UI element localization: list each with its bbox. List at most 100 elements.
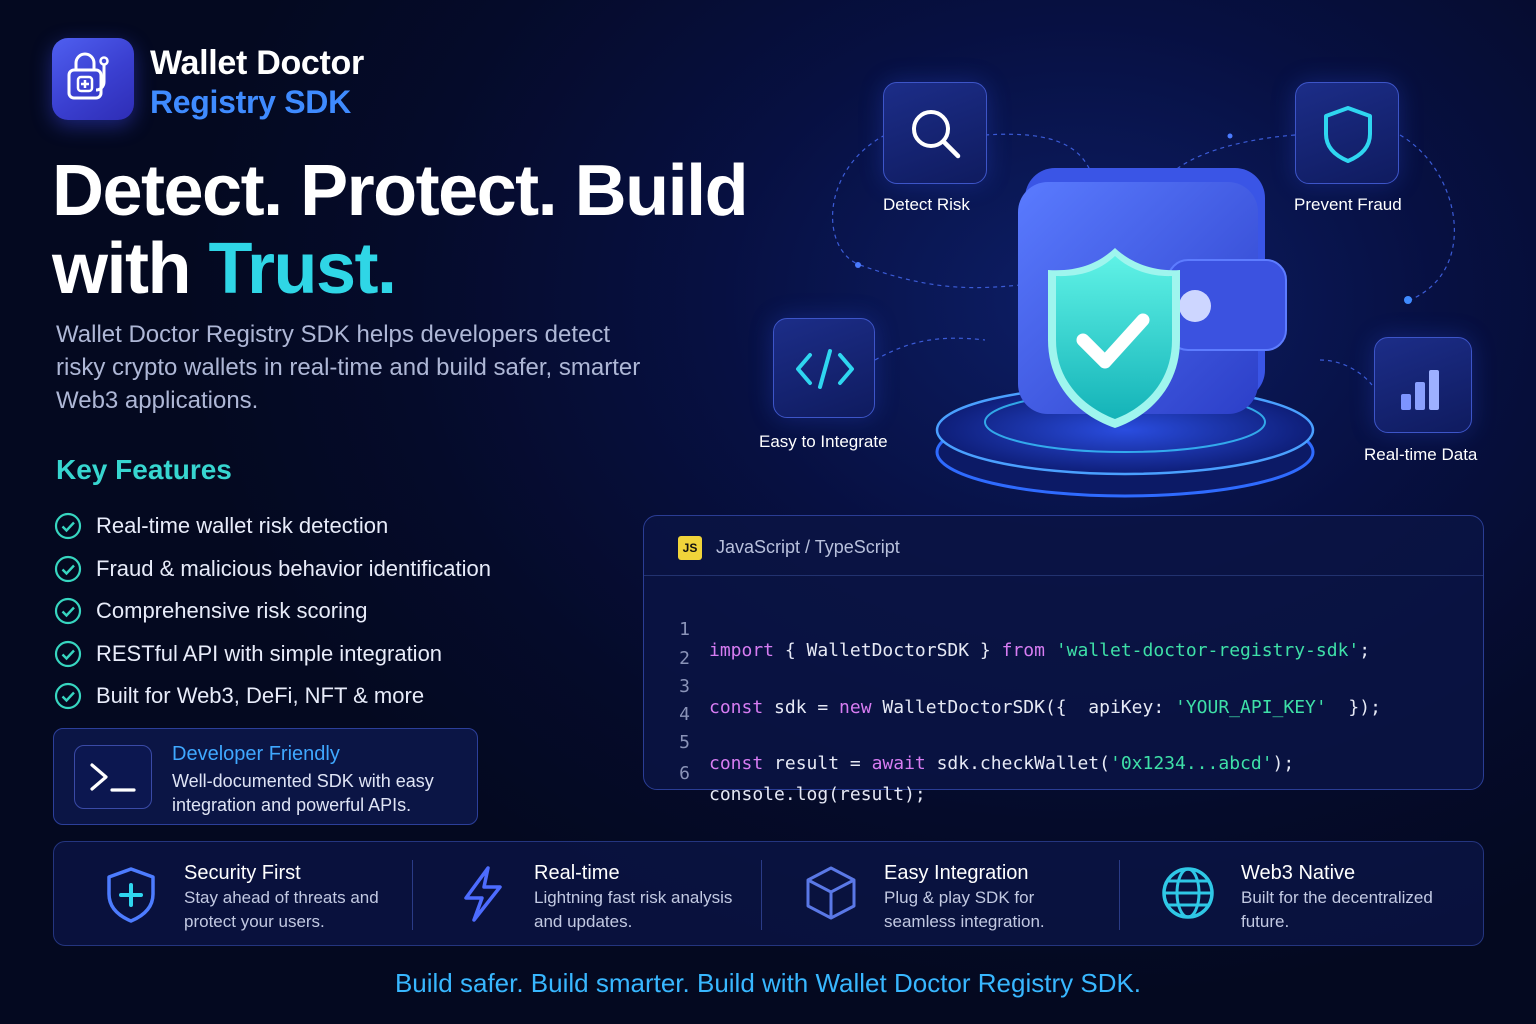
feature-list: Real-time wallet risk detection Fraud & …	[54, 505, 491, 718]
benefits-strip: Security First Stay ahead of threats and…	[53, 841, 1484, 946]
shield-icon	[1324, 106, 1372, 163]
benefit-title: Web3 Native	[1241, 862, 1356, 884]
developer-card-title: Developer Friendly	[172, 743, 340, 765]
cube-icon	[806, 866, 856, 920]
developer-friendly-card: Developer Friendly Well-documented SDK w…	[53, 728, 478, 825]
benefit-title: Security First	[184, 862, 301, 884]
check-circle-icon	[54, 513, 82, 540]
intro-text: Wallet Doctor Registry SDK helps develop…	[56, 321, 641, 414]
code-keyword: const	[709, 697, 764, 718]
bar-chart-icon	[1401, 370, 1439, 410]
code-line: 2	[644, 627, 709, 669]
globe-icon	[1162, 867, 1214, 919]
js-badge-icon: JS	[678, 536, 702, 560]
code-panel-header: JS JavaScript / TypeScript	[644, 516, 1483, 576]
terminal-icon-box	[74, 745, 152, 809]
line-number: 4	[679, 704, 690, 725]
detect-risk-label: Detect Risk	[883, 195, 970, 214]
code-text: console.log(result);	[709, 784, 926, 805]
detect-risk-icon-box	[883, 82, 987, 184]
code-plain: console.log(result);	[709, 784, 926, 805]
code-language-label: JavaScript / TypeScript	[716, 537, 900, 557]
code-plain	[1045, 640, 1056, 661]
wallet-stethoscope-icon	[67, 52, 109, 100]
code-string: 'YOUR_API_KEY'	[1175, 697, 1327, 718]
feature-label: Built for Web3, DeFi, NFT & more	[96, 683, 425, 709]
key-features-title: Key Features	[56, 454, 232, 485]
headline-line-2: with Trust.	[52, 230, 747, 308]
code-plain: });	[1326, 697, 1381, 718]
code-plain: ;	[1359, 640, 1371, 661]
line-number: 2	[679, 648, 690, 669]
headline: Detect. Protect. Build with Trust.	[52, 151, 749, 308]
app-logo	[52, 38, 134, 120]
headline-with: with	[52, 229, 209, 309]
benefit-title: Real-time	[534, 862, 620, 884]
check-circle-icon	[54, 640, 82, 667]
code-panel: JS JavaScript / TypeScript 1 import { Wa…	[643, 515, 1484, 805]
code-plain: sdk.checkWallet(	[925, 753, 1110, 774]
check-circle-icon	[54, 683, 82, 710]
benefit-easy-integration: Easy Integration Plug & play SDK for sea…	[762, 842, 1120, 947]
orbit-lines	[832, 133, 1455, 386]
terminal-icon	[90, 763, 136, 792]
code-text: import { WalletDoctorSDK } from 'wallet-…	[709, 640, 1370, 661]
code-keyword: await	[871, 753, 926, 774]
shield-plus-icon	[107, 867, 155, 923]
code-plain: { WalletDoctorSDK }	[774, 640, 1002, 661]
feature-label: Fraud & malicious behavior identificatio…	[96, 555, 491, 581]
code-line: 6 console.log(result);	[644, 742, 926, 805]
feature-item: Fraud & malicious behavior identificatio…	[54, 548, 491, 591]
magnifier-icon	[912, 110, 961, 159]
wallet-illustration	[935, 168, 1315, 498]
realtime-data-label: Real-time Data	[1364, 445, 1478, 464]
check-circle-icon	[54, 598, 82, 625]
code-line: 3 const sdk = new WalletDoctorSDK({ apiK…	[644, 655, 1381, 718]
strip-divider	[1119, 860, 1120, 930]
easy-integrate-label: Easy to Integrate	[759, 432, 888, 451]
benefit-text: Lightning fast risk analysis and updates…	[534, 888, 733, 931]
feature-item: Built for Web3, DeFi, NFT & more	[54, 675, 491, 718]
headline-line-1: Detect. Protect. Build	[52, 151, 749, 231]
line-number: 5	[679, 732, 690, 753]
feature-label: Real-time wallet risk detection	[96, 513, 389, 539]
benefit-text: Plug & play SDK for seamless integration…	[884, 888, 1045, 931]
headline-accent: Trust.	[208, 229, 397, 309]
code-keyword: const	[709, 753, 764, 774]
code-line: 4	[644, 683, 709, 725]
code-text: const result = await sdk.checkWallet('0x…	[709, 753, 1294, 774]
benefit-web3-native: Web3 Native Built for the decentralized …	[1120, 842, 1485, 947]
prevent-fraud-label: Prevent Fraud	[1294, 195, 1402, 214]
code-text: const sdk = new WalletDoctorSDK({ apiKey…	[709, 697, 1381, 718]
prevent-fraud-icon-box	[1295, 82, 1399, 184]
line-number: 1	[679, 619, 690, 640]
code-keyword: from	[1001, 640, 1045, 661]
line-number: 6	[679, 763, 690, 784]
code-line: 1 import { WalletDoctorSDK } from 'walle…	[644, 598, 1370, 661]
brand-subname: Registry SDK	[150, 84, 351, 120]
strip-divider	[412, 860, 413, 930]
code-string: '0x1234...abcd'	[1109, 753, 1273, 774]
code-plain: result =	[763, 753, 872, 774]
feature-item: RESTful API with simple integration	[54, 633, 491, 676]
code-plain: WalletDoctorSDK({ apiKey:	[871, 697, 1175, 718]
benefit-text: Stay ahead of threats and protect your u…	[184, 888, 379, 931]
code-line: 5 const result = await sdk.checkWallet('…	[644, 711, 1294, 774]
feature-item: Comprehensive risk scoring	[54, 590, 491, 633]
feature-item: Real-time wallet risk detection	[54, 505, 491, 548]
benefit-realtime: Real-time Lightning fast risk analysis a…	[414, 842, 762, 947]
code-brackets-icon	[796, 349, 854, 389]
easy-integrate-icon-box	[773, 318, 875, 418]
benefit-text: Built for the decentralized future.	[1241, 888, 1433, 931]
strip-divider	[761, 860, 762, 930]
lightning-icon	[464, 866, 502, 922]
code-keyword: import	[709, 640, 775, 661]
footer-tagline: Build safer. Build smarter. Build with W…	[394, 968, 1142, 998]
check-circle-icon	[54, 555, 82, 582]
feature-label: RESTful API with simple integration	[96, 640, 443, 666]
benefit-title: Easy Integration	[884, 862, 1029, 884]
code-keyword: new	[839, 697, 872, 718]
code-plain: );	[1272, 753, 1295, 774]
benefit-security-first: Security First Stay ahead of threats and…	[54, 842, 414, 947]
feature-label: Comprehensive risk scoring	[96, 598, 368, 624]
